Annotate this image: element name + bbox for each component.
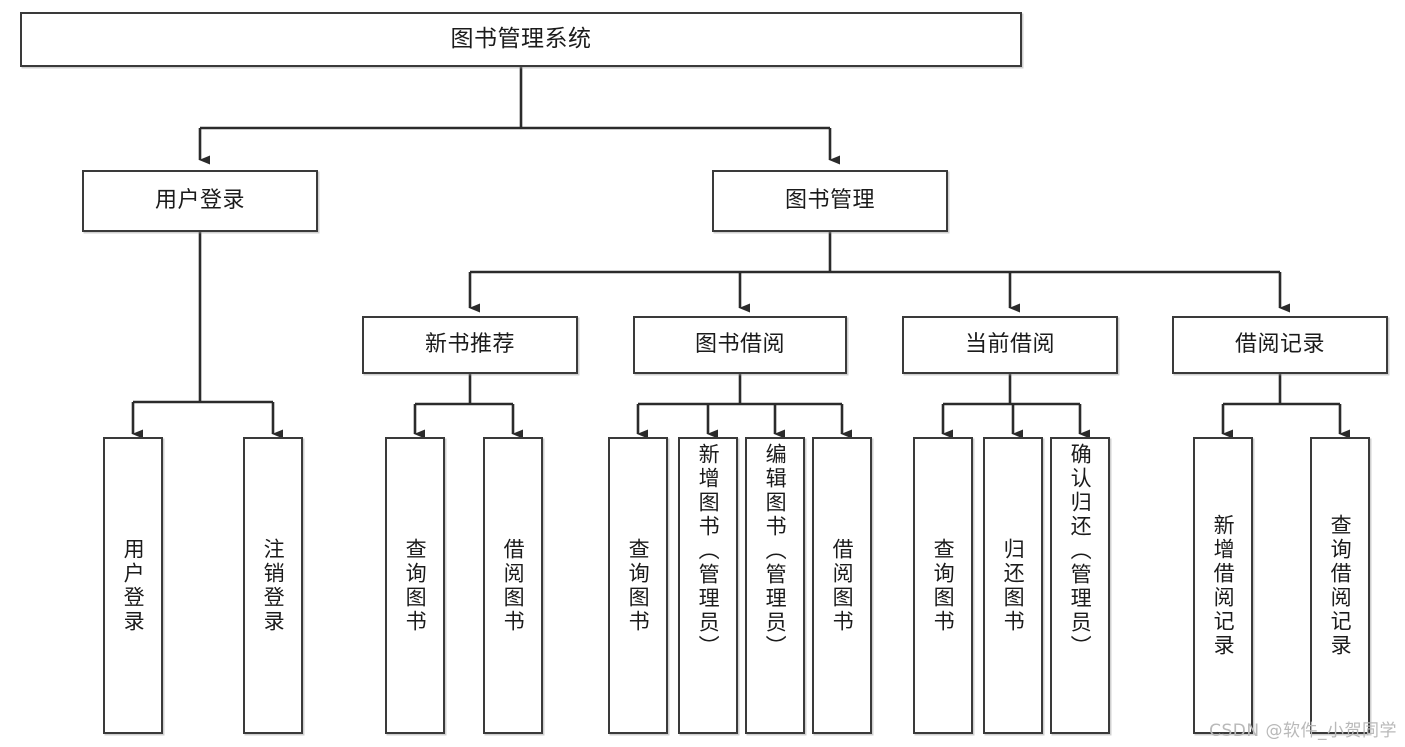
leaf-current-return-book[interactable]: 归还图书 (983, 437, 1043, 734)
node-label: 查询图书 (931, 537, 956, 634)
node-label: 用户登录 (154, 188, 245, 214)
leaf-borrow-add-book-admin[interactable]: 新增图书（管理员） (678, 437, 738, 734)
node-label: 编辑图书（管理员） (763, 443, 788, 659)
leaf-current-confirm-return-admin[interactable]: 确认归还（管理员） (1050, 437, 1110, 734)
leaf-user-login-logout[interactable]: 注销登录 (243, 437, 303, 734)
node-label: 借阅图书 (830, 537, 855, 634)
node-label: 注销登录 (261, 537, 286, 634)
node-label: 当前借阅 (964, 332, 1055, 358)
node-label: 查询图书 (626, 537, 651, 634)
leaf-record-add-borrow-record[interactable]: 新增借阅记录 (1193, 437, 1253, 734)
node-label: 图书借阅 (694, 332, 785, 358)
leaf-borrow-borrow-book[interactable]: 借阅图书 (812, 437, 872, 734)
leaf-borrow-query-book[interactable]: 查询图书 (608, 437, 668, 734)
node-label: 查询借阅记录 (1328, 513, 1353, 658)
leaf-user-login-login[interactable]: 用户登录 (103, 437, 163, 734)
node-borrow-record[interactable]: 借阅记录 (1172, 316, 1388, 374)
node-new-book-recommend[interactable]: 新书推荐 (362, 316, 578, 374)
node-label: 确认归还（管理员） (1068, 443, 1093, 659)
node-current-borrow[interactable]: 当前借阅 (902, 316, 1118, 374)
node-label: 新增图书（管理员） (696, 443, 721, 659)
node-user-login[interactable]: 用户登录 (82, 170, 318, 232)
leaf-recommend-query-book[interactable]: 查询图书 (385, 437, 445, 734)
leaf-current-query-book[interactable]: 查询图书 (913, 437, 973, 734)
node-label: 新书推荐 (424, 332, 515, 358)
node-label: 借阅记录 (1234, 332, 1325, 358)
node-label: 查询图书 (403, 537, 428, 634)
node-book-management[interactable]: 图书管理 (712, 170, 948, 232)
node-book-borrow[interactable]: 图书借阅 (633, 316, 847, 374)
node-root-book-management-system[interactable]: 图书管理系统 (20, 12, 1022, 67)
leaf-borrow-edit-book-admin[interactable]: 编辑图书（管理员） (745, 437, 805, 734)
node-label: 图书管理系统 (450, 26, 592, 53)
leaf-record-query-borrow-record[interactable]: 查询借阅记录 (1310, 437, 1370, 734)
node-label: 图书管理 (784, 188, 875, 214)
node-label: 用户登录 (121, 537, 146, 634)
node-label: 新增借阅记录 (1211, 513, 1236, 658)
node-label: 借阅图书 (501, 537, 526, 634)
leaf-recommend-borrow-book[interactable]: 借阅图书 (483, 437, 543, 734)
node-label: 归还图书 (1001, 537, 1026, 634)
